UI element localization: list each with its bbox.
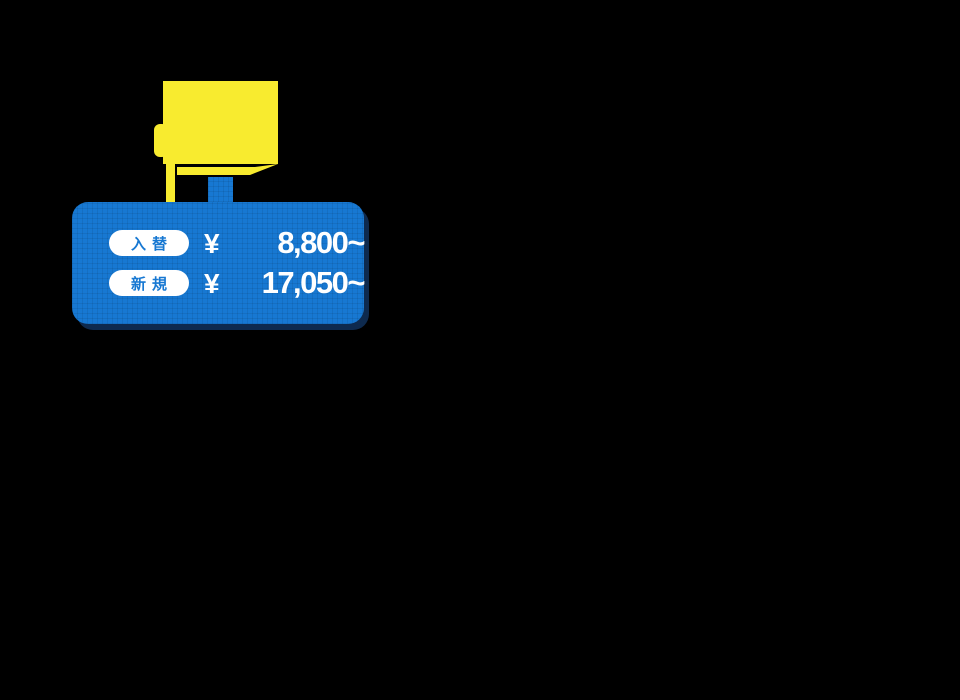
new-install-price-amount: 17,050~ — [261, 265, 366, 300]
air-conditioner-louver-flap — [177, 164, 278, 175]
yen-currency-symbol: ¥ — [204, 228, 220, 259]
air-conditioner-pipe — [166, 164, 175, 202]
replacement-badge: 入替 — [109, 230, 189, 256]
replacement-price-amount: 8,800~ — [277, 225, 365, 260]
yen-currency-symbol: ¥ — [204, 268, 220, 299]
air-conditioner-body — [163, 81, 278, 164]
air-conditioner-icon — [154, 81, 278, 202]
price-row-replacement: 入替 ¥ 8,800~ — [109, 225, 366, 261]
price-callout-bubble: 入替 ¥ 8,800~ 新規 ¥ 17,050~ — [72, 202, 366, 324]
new-install-price: ¥ 17,050~ — [204, 265, 366, 301]
price-row-new-install: 新規 ¥ 17,050~ — [109, 265, 366, 301]
new-install-badge: 新規 — [109, 270, 189, 296]
replacement-price: ¥ 8,800~ — [204, 225, 366, 261]
